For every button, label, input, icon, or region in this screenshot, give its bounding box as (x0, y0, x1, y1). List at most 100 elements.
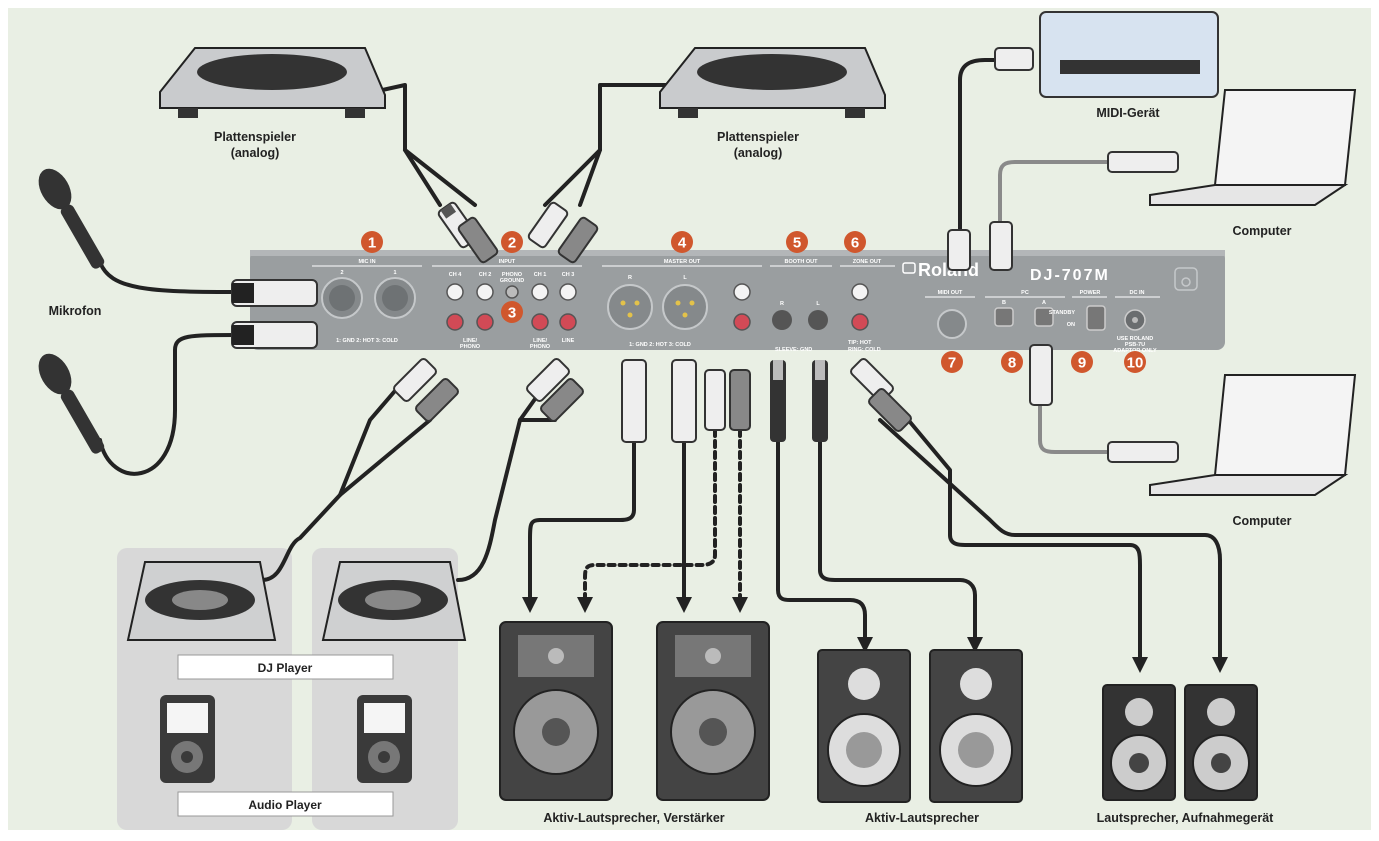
dc-note-2: PSB-7U (1125, 342, 1145, 348)
microphone-bottom (38, 353, 105, 454)
zone-out-plugs (850, 358, 912, 432)
line-phono-2-b: PHONO (530, 344, 551, 350)
mic-jack-2-label: 2 (340, 270, 343, 276)
computer-bottom-label: Computer (1232, 514, 1291, 528)
line-phono-1-a: LINE/ (463, 338, 478, 344)
midi-plug (947, 229, 971, 271)
badge-2: 2 (501, 231, 523, 253)
microphone-label: Mikrofon (49, 304, 102, 318)
booth-out-plugs (770, 360, 828, 442)
master-out-label: MASTER OUT (664, 259, 701, 265)
booth-r-label: R (780, 301, 784, 307)
computer-top-label: Computer (1232, 224, 1291, 238)
zone-out-jacks (851, 283, 869, 331)
midi-device-label: MIDI-Gerät (1096, 106, 1160, 120)
input-ch2-label: CH 2 (479, 272, 492, 278)
booth-out-label: BOOTH OUT (785, 259, 819, 265)
usb-b-label: B (1002, 300, 1006, 306)
usb-plug-computer-bottom (1107, 441, 1179, 463)
master-pinout-note: 1: GND 2: HOT 3: COLD (629, 342, 691, 348)
booth-out-jacks: R L TIP: HOT RING: COLD SLEEVE: GND (772, 301, 881, 353)
svg-text:10: 10 (1127, 355, 1144, 372)
mixer-rear-panel: MIC IN INPUT MASTER OUT BOOTH OUT ZONE O… (250, 250, 1225, 354)
line-phono-2-a: LINE/ (533, 338, 548, 344)
turntable-right-label-1: Plattenspieler (717, 130, 799, 144)
dc-in-label: DC IN (1130, 290, 1145, 296)
master-out-plugs (621, 359, 751, 443)
speaker-amp-left (499, 621, 613, 801)
audio-player-label: Audio Player (248, 798, 322, 812)
svg-text:9: 9 (1078, 355, 1086, 372)
input-ch4-label: CH 4 (449, 272, 462, 278)
active-speaker-right (929, 649, 1023, 803)
midi-out-port (937, 309, 967, 339)
audio-player-right (357, 695, 412, 783)
usb-plug-b (989, 221, 1013, 271)
badge-5: 5 (786, 231, 808, 253)
mic-jack-1-label: 1 (393, 270, 396, 276)
trs-tip-note: TIP: HOT (848, 340, 872, 346)
booth-l-label: L (816, 301, 820, 307)
midi-device-plug (994, 47, 1034, 71)
svg-text:1: 1 (368, 235, 376, 252)
ground-label: GROUND (500, 278, 524, 284)
svg-text:3: 3 (508, 305, 516, 322)
trs-sleeve-note: SLEEVE: GND (775, 347, 812, 353)
cables (98, 58, 1228, 673)
master-r-label: R (628, 275, 632, 281)
turntable-left-label-1: Plattenspieler (214, 130, 296, 144)
svg-text:8: 8 (1008, 355, 1016, 372)
usb-a-label: A (1042, 300, 1046, 306)
speakers-recorder-label: Lautsprecher, Aufnahmegerät (1097, 811, 1275, 825)
badge-1: 1 (361, 231, 383, 253)
master-l-label: L (683, 275, 687, 281)
microphone-top (38, 168, 105, 269)
active-speakers-label: Aktiv-Lautsprecher (865, 811, 979, 825)
dj-player-right (321, 561, 467, 641)
laptop-top (1149, 89, 1357, 206)
power-switch: STANDBY ON (1049, 305, 1106, 331)
standby-label: STANDBY (1049, 310, 1076, 316)
turntable-left (159, 47, 386, 118)
input-label: INPUT (499, 259, 516, 265)
power-label: POWER (1080, 290, 1101, 296)
usb-plug-computer-top (1107, 151, 1179, 173)
input-ch3-label: CH 3 (562, 272, 575, 278)
speaker-recorder-left (1102, 684, 1176, 801)
dc-in-jack: USE ROLAND PSB-7U ADAPTOR ONLY (1113, 309, 1157, 354)
dj-player-label: DJ Player (258, 661, 313, 675)
pc-label: PC (1021, 290, 1029, 296)
dc-note-1: USE ROLAND (1117, 336, 1153, 342)
svg-text:6: 6 (851, 235, 859, 252)
dj-player-left (126, 561, 277, 641)
active-speaker-left (817, 649, 911, 803)
model-name: DJ-707M (1030, 267, 1110, 284)
dj-player-box (177, 654, 394, 680)
svg-text:2: 2 (508, 235, 516, 252)
speaker-amp-right (656, 621, 770, 801)
dc-note-3: ADAPTOR ONLY (1113, 348, 1157, 354)
turntable-left-label-2: (analog) (231, 146, 280, 160)
rca-plugs-input (393, 201, 599, 422)
input-ch1-label: CH 1 (534, 272, 547, 278)
zone-out-label: ZONE OUT (853, 259, 882, 265)
on-label: ON (1067, 322, 1075, 328)
audio-player-box (177, 791, 394, 817)
turntable-right (659, 47, 886, 118)
usb-cables (998, 160, 1112, 454)
line-phono-1-b: PHONO (460, 344, 481, 350)
mic-xlr-plugs (231, 279, 318, 349)
midi-out-label: MIDI OUT (938, 290, 963, 296)
mic-in-jacks: 2 1 1: GND 2: HOT 3: COLD (321, 270, 416, 344)
usb-ports: B A (994, 300, 1054, 327)
usb-plug-a (1029, 344, 1053, 406)
input-rca-jacks: CH 4 CH 2 CH 1 CH 3 PHONO GROUND LINE/ P… (446, 272, 577, 350)
phono-label: PHONO (502, 272, 523, 278)
laptop-bottom (1149, 374, 1357, 496)
midi-device (1039, 11, 1219, 98)
badge-8: 8 (1001, 351, 1023, 373)
audio-player-left (160, 695, 215, 783)
master-out-jacks: R L 1: GND 2: HOT 3: COLD (607, 275, 751, 348)
badge-7: 7 (941, 351, 963, 373)
